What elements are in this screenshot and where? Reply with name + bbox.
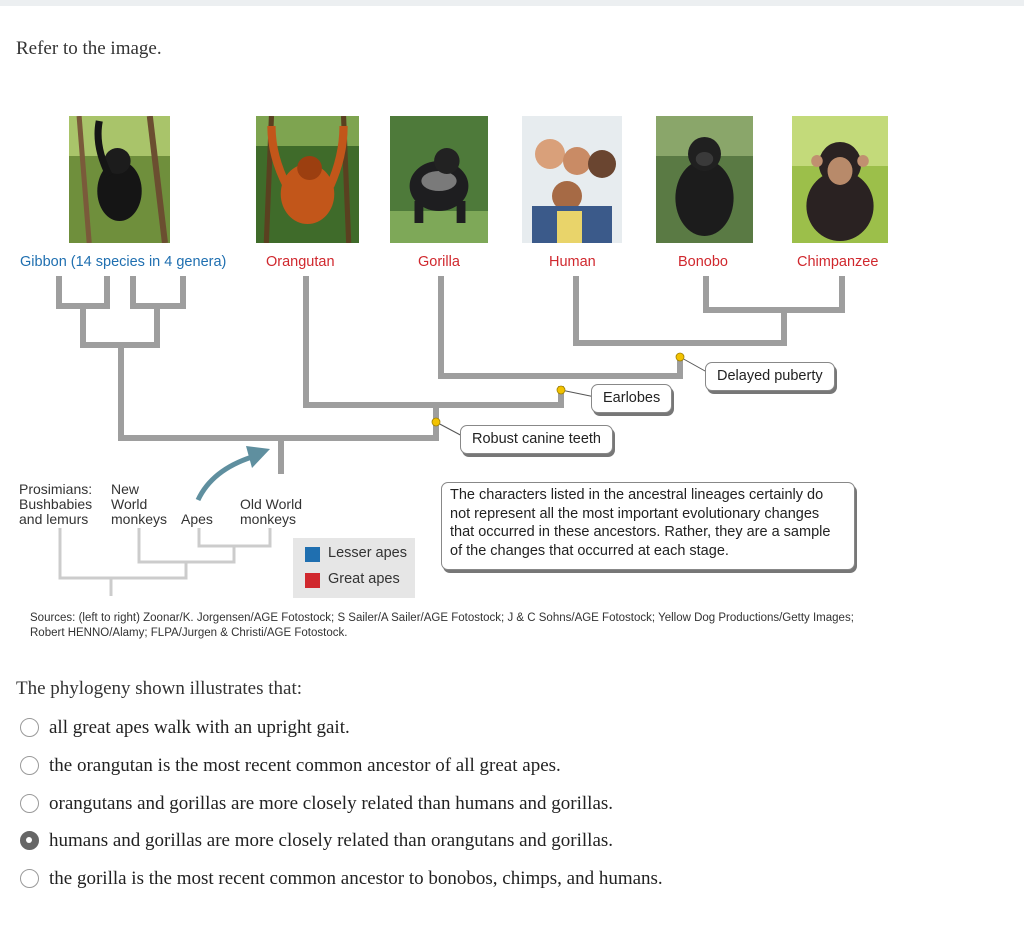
legend-label-great: Great apes <box>328 571 400 587</box>
answer-option-1[interactable]: all great apes walk with an upright gait… <box>16 714 736 742</box>
phylogeny-tree <box>56 276 845 596</box>
group-label-apes: Apes <box>181 511 213 527</box>
legend-label-lesser: Lesser apes <box>328 545 407 561</box>
species-label-orangutan: Orangutan <box>266 254 335 270</box>
trait-robust-canine-teeth: Robust canine teeth <box>460 425 613 454</box>
answer-option-label: all great apes walk with an upright gait… <box>49 717 350 738</box>
gibbon-photo <box>69 116 170 243</box>
answer-option-2[interactable]: the orangutan is the most recent common … <box>16 752 736 780</box>
legend-swatch-lesser <box>305 547 320 562</box>
species-label-chimpanzee: Chimpanzee <box>797 254 879 270</box>
answer-option-label: the orangutan is the most recent common … <box>49 755 561 776</box>
radio-button[interactable] <box>20 794 39 813</box>
photo-sources: Sources: (left to right) Zoonar/K. Jorge… <box>30 612 854 639</box>
figure-note: The characters listed in the ancestral l… <box>441 482 855 570</box>
question-text: The phylogeny shown illustrates that: <box>16 678 303 699</box>
answer-option-label: the gorilla is the most recent common an… <box>49 868 663 889</box>
species-label-bonobo: Bonobo <box>678 254 728 270</box>
question-prompt: Refer to the image. <box>16 38 162 59</box>
answer-option-5[interactable]: the gorilla is the most recent common an… <box>16 865 736 893</box>
bonobo-photo <box>656 116 753 243</box>
orangutan-photo <box>256 116 359 243</box>
radio-button[interactable] <box>20 756 39 775</box>
trait-earlobes: Earlobes <box>591 384 673 413</box>
species-label-gorilla: Gorilla <box>418 254 460 270</box>
species-label-gibbon: Gibbon (14 species in 4 genera) <box>20 254 227 270</box>
answer-option-4[interactable]: humans and gorillas are more closely rel… <box>16 827 736 855</box>
radio-button[interactable] <box>20 869 39 888</box>
trait-delayed-puberty: Delayed puberty <box>705 362 835 391</box>
radio-button-selected[interactable] <box>20 831 39 850</box>
chimpanzee-photo <box>792 116 888 243</box>
top-bar <box>0 0 1024 6</box>
species-label-human: Human <box>549 254 596 270</box>
answer-option-3[interactable]: orangutans and gorillas are more closely… <box>16 790 736 818</box>
answer-option-label: orangutans and gorillas are more closely… <box>49 793 614 814</box>
radio-button[interactable] <box>20 718 39 737</box>
gorilla-photo <box>390 116 488 243</box>
legend-swatch-great <box>305 573 320 588</box>
legend: Lesser apes Great apes <box>293 538 415 598</box>
answer-option-label: humans and gorillas are more closely rel… <box>49 830 614 851</box>
human-photo <box>522 116 622 243</box>
